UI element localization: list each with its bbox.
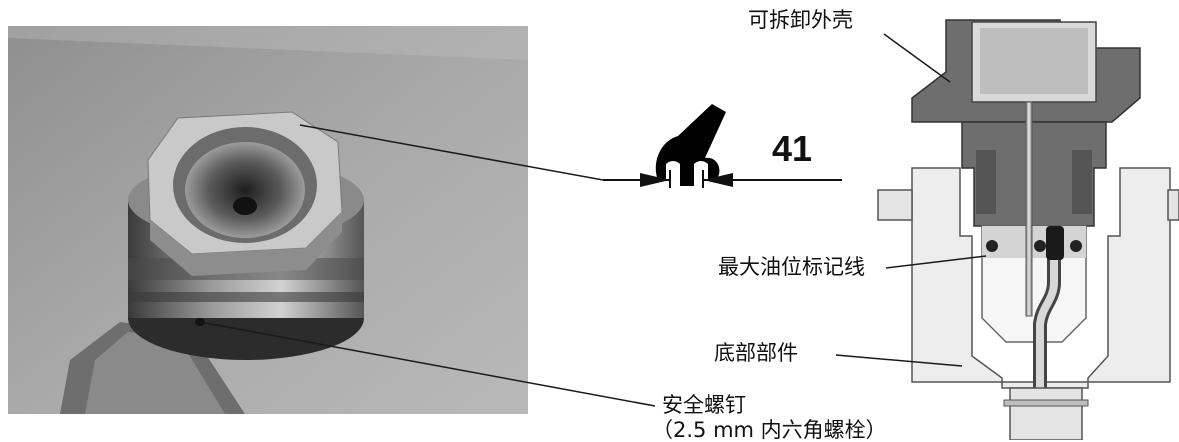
wrench-icon (655, 104, 726, 186)
screw-spec-label: （2.5 mm 内六角螺栓） (652, 418, 887, 442)
bottom-part-label: 底部部件 (714, 341, 798, 365)
removable-housing-label: 可拆卸外壳 (748, 8, 853, 32)
safety-screw-label: 安全螺钉 (662, 393, 746, 417)
cross-section-drawing (877, 19, 1179, 440)
wrench-size-label: 41 (772, 128, 813, 169)
max-oil-mark-label: 最大油位标记线 (718, 255, 865, 279)
component-photo (8, 26, 528, 414)
leader-lines (199, 33, 987, 407)
dimension-line (603, 170, 842, 188)
